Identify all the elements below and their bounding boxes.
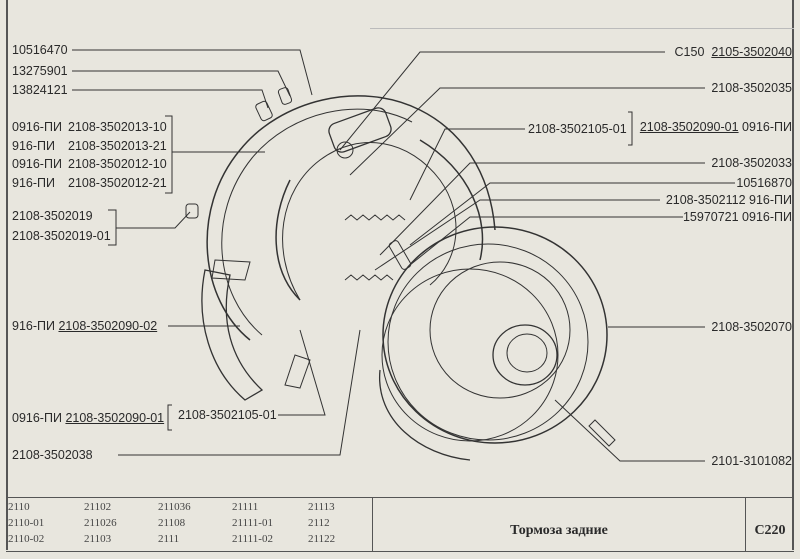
part-label: C150 2105-3502040 xyxy=(675,45,792,59)
page-code: C220 xyxy=(754,522,786,538)
part-label-number: 2108-3502090-02 xyxy=(58,319,158,333)
part-label: 0916-ПИ 2108-3502090-01 xyxy=(12,411,164,425)
part-label-number: 2108-3502090-01 xyxy=(65,411,165,425)
part-label: 0916-ПИ xyxy=(12,120,62,134)
footer-table: 2110 21102 211036 21111 21113 2110-01 21… xyxy=(6,497,794,552)
model-code: 21108 xyxy=(158,517,186,529)
model-code: 2112 xyxy=(308,517,330,529)
bolts xyxy=(185,87,412,270)
part-label: 2101-3101082 xyxy=(711,454,792,468)
part-label-prefix: 916-ПИ xyxy=(12,319,55,333)
model-code: 211036 xyxy=(158,501,191,513)
backing-plate xyxy=(206,95,496,341)
springs xyxy=(344,214,406,281)
part-label: 916-ПИ xyxy=(12,139,55,153)
faded-header-bleedthrough xyxy=(370,0,794,29)
part-label: 10516870 xyxy=(736,176,792,190)
part-label: 2108-3502090-01 0916-ПИ xyxy=(640,120,792,134)
part-label: 916-ПИ xyxy=(12,176,55,190)
part-label-number: 2105-3502040 xyxy=(711,45,792,59)
part-label: 2108-3502013-21 xyxy=(68,139,167,153)
part-label: 2108-3502038 xyxy=(12,448,93,462)
model-code: 2111 xyxy=(158,533,180,545)
model-code: 21111-02 xyxy=(232,533,273,545)
part-label: 2108-3502019 xyxy=(12,209,93,223)
part-label: 2108-3502012-10 xyxy=(68,157,167,171)
part-label: 2108-3502012-21 xyxy=(68,176,167,190)
model-code: 2110 xyxy=(8,501,30,513)
part-label: 2108-3502033 xyxy=(711,156,792,170)
model-code: 2110-01 xyxy=(8,517,45,529)
part-label-suffix: 0916-ПИ xyxy=(742,120,792,134)
part-label: 2108-3502070 xyxy=(711,320,792,334)
part-label: 13275901 xyxy=(12,64,68,78)
model-code: 2110-02 xyxy=(8,533,45,545)
part-label-prefix: 0916-ПИ xyxy=(12,411,62,425)
model-list: 2110 21102 211036 21111 21113 2110-01 21… xyxy=(6,498,373,551)
part-label-number: 2108-3502090-01 xyxy=(639,120,739,134)
part-label: 2108-3502112 916-ПИ xyxy=(665,193,792,207)
part-label: 2108-3502019-01 xyxy=(12,229,111,243)
page-frame xyxy=(6,0,794,550)
model-code: 21113 xyxy=(308,501,335,513)
model-code: 211026 xyxy=(84,517,117,529)
part-label: 2108-3502105-01 xyxy=(178,408,277,422)
model-code: 21103 xyxy=(84,533,112,545)
leader-lines xyxy=(72,49,735,462)
model-code: 21122 xyxy=(308,533,336,545)
part-label: 0916-ПИ xyxy=(12,157,62,171)
part-label: 10516470 xyxy=(12,43,68,57)
part-label: 15970721 0916-ПИ xyxy=(682,210,792,224)
part-label: 2108-3502013-10 xyxy=(68,120,167,134)
part-label: 2108-3502035 xyxy=(711,81,792,95)
bleed-screw xyxy=(588,419,616,447)
brake-drum xyxy=(379,226,608,461)
model-code: 21111 xyxy=(232,501,259,513)
brake-shoes xyxy=(201,139,484,401)
part-label: 2108-3502105-01 xyxy=(528,122,627,136)
model-code: 21102 xyxy=(84,501,112,513)
wheel-cylinder xyxy=(328,107,392,159)
part-label-prefix: C150 xyxy=(674,45,705,59)
part-label: 13824121 xyxy=(12,83,68,97)
model-code: 21111-01 xyxy=(232,517,273,529)
page-title: Тормоза задние xyxy=(373,498,746,551)
part-label: 916-ПИ 2108-3502090-02 xyxy=(12,319,157,333)
